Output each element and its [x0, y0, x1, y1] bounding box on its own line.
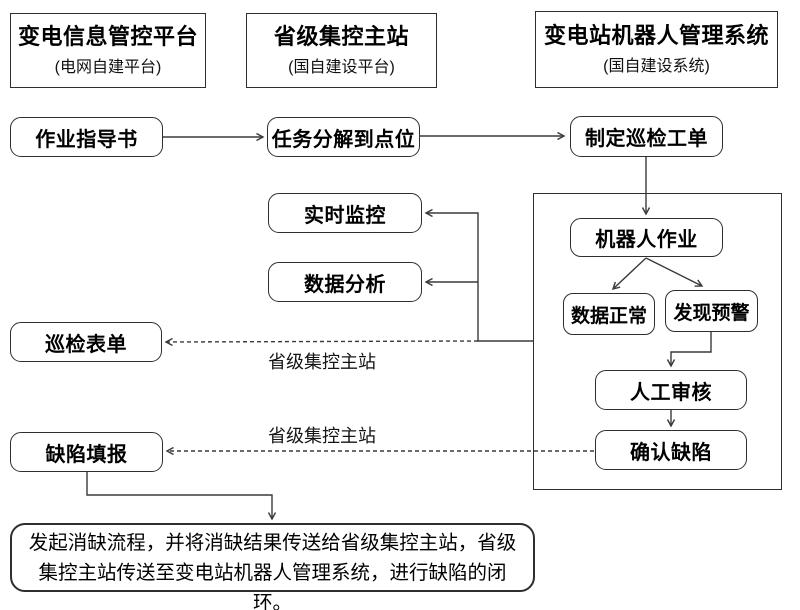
dashed-arrow-to-inspectionform — [164, 337, 479, 347]
arrow-alarmfound-to-manualreview — [666, 332, 712, 368]
column-header-provincial-station: 省级集控主站 (国自建设平台) — [246, 13, 437, 88]
column-header-grid-platform: 变电信息管控平台 (电网自建平台) — [10, 13, 206, 88]
node-work-guide: 作业指导书 — [10, 117, 163, 157]
node-defect-report: 缺陷填报 — [10, 432, 163, 472]
edge-label-provincial-station-lower: 省级集控主站 — [268, 426, 376, 446]
node-data-normal: 数据正常 — [563, 293, 655, 335]
column-header-robot-system: 变电站机器人管理系统 (国自建设系统) — [535, 11, 778, 88]
node-data-analysis: 数据分析 — [268, 262, 422, 302]
arrow-container-to-realtimemonitor — [424, 208, 533, 342]
node-alarm-found: 发现预警 — [665, 290, 758, 332]
arrow-defectreport-to-footernote — [86, 472, 277, 521]
arrow-robotwork-to-datanormal — [611, 257, 647, 291]
node-create-inspection-order: 制定巡检工单 — [570, 116, 723, 157]
footer-note: 发起消缺流程，并将消缺结果传送给省级集控主站，省级集控主站传送至变电站机器人管理… — [10, 523, 535, 610]
column-title: 变电站机器人管理系统 — [543, 23, 769, 49]
node-manual-review: 人工审核 — [595, 370, 747, 410]
column-subtitle: (电网自建平台) — [54, 58, 162, 76]
node-robot-work: 机器人作业 — [570, 218, 723, 257]
edge-label-provincial-station-upper: 省级集控主站 — [268, 352, 376, 372]
column-title: 变电信息管控平台 — [17, 24, 198, 50]
column-subtitle: (国自建设系统) — [603, 57, 710, 75]
node-realtime-monitor: 实时监控 — [268, 193, 422, 233]
node-inspection-form: 巡检表单 — [10, 322, 162, 362]
column-subtitle: (国自建设平台) — [288, 58, 395, 76]
node-task-decompose: 任务分解到点位 — [267, 117, 420, 157]
column-title: 省级集控主站 — [273, 24, 409, 50]
arrow-robotwork-to-alarmfound — [645, 257, 704, 287]
node-confirm-defect: 确认缺陷 — [595, 430, 747, 470]
